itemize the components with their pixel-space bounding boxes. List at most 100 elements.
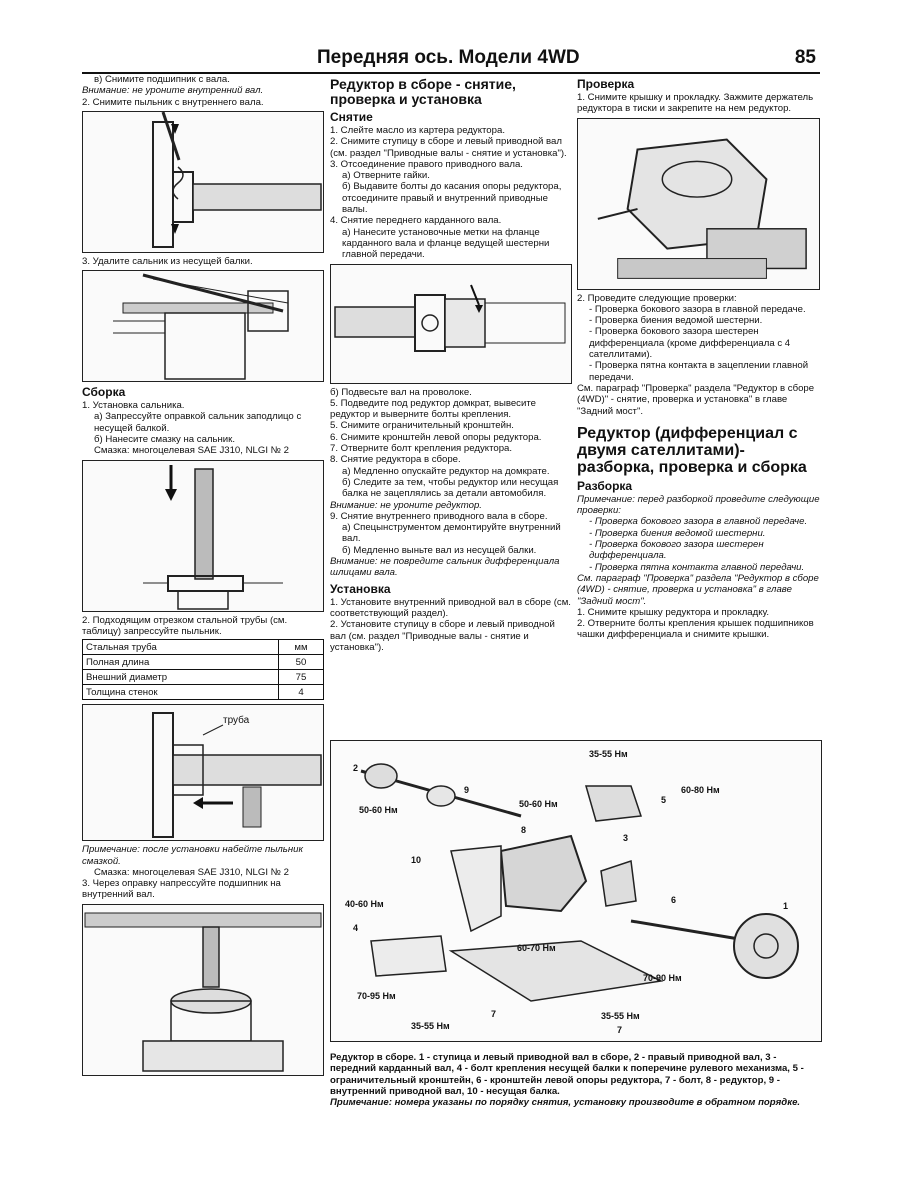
note-line: См. параграф "Проверка" раздела "Редукто… xyxy=(577,572,819,607)
table-header-cell: Стальная труба xyxy=(81,639,280,656)
seal-removal-illustration xyxy=(113,273,289,380)
diagram-label: 35-55 Нм xyxy=(411,1021,450,1031)
dust-boot-illustration xyxy=(152,111,322,248)
diagram-label: 50-60 Нм xyxy=(519,799,558,809)
propeller-shaft-illustration xyxy=(334,284,566,352)
warning-line: Внимание: не повредите сальник дифференц… xyxy=(330,556,560,579)
page-number: 85 xyxy=(794,47,816,68)
text-line: 1. Слейте масло из картера редуктора. xyxy=(330,125,505,136)
diagram-label: 60-70 Нм xyxy=(517,943,556,953)
section-title-reducer: Редуктор в сборе - снятие, проверка и ус… xyxy=(330,76,516,107)
text-line: 2. Отверните болты крепления крышек подш… xyxy=(577,618,814,641)
text-line: 1. Снимите крышку и прокладку. Зажмите д… xyxy=(577,92,814,115)
text-line: б) Подвесьте вал на проволоке. xyxy=(330,386,472,398)
text-line: 6. Снимите кронштейн левой опоры редукто… xyxy=(330,431,542,443)
text-line: а) Медленно опускайте редуктор на домкра… xyxy=(342,465,550,477)
figure-reducer-exploded: 2 9 50-60 Нм 50-60 Нм 35-55 Нм 5 60-80 Н… xyxy=(330,740,822,1042)
diagram-label: 2 xyxy=(353,763,359,773)
warning-line: Внимание: не уроните внутренний вал. xyxy=(82,85,264,97)
figure-seal-press xyxy=(82,459,324,612)
note-line: - Проверка бокового зазора в главной пер… xyxy=(589,516,808,528)
text-line: 1. Установите внутренний приводной вал в… xyxy=(330,596,571,619)
text-line: - Проверка пятна контакта в зацеплении г… xyxy=(589,360,809,383)
figure-seal-removal xyxy=(82,270,324,383)
note-line: Примечание: после установки набейте пыль… xyxy=(82,844,303,867)
text-line: 9. Снятие внутреннего приводного вала в … xyxy=(330,510,548,522)
text-line: а) Запрессуйте оправкой сальник заподлиц… xyxy=(94,411,302,434)
note-line: Примечание: перед разборкой проведите сл… xyxy=(577,493,820,517)
table-row: Толщина стенок 4 xyxy=(81,684,324,701)
section-title-removal: Снятие xyxy=(330,110,373,124)
text-line: - Проверка биения ведомой шестерни. xyxy=(589,315,763,327)
section-title-check: Проверка xyxy=(577,77,635,91)
diagram-label: 9 xyxy=(464,785,470,795)
figure-caption: Редуктор в сборе. 1 - ступица и левый пр… xyxy=(330,1052,820,1108)
text-line: 2. Проведите следующие проверки: xyxy=(577,292,737,304)
text-line: б) Нанесите смазку на сальник. xyxy=(94,434,236,446)
table-cell: Внешний диаметр xyxy=(81,669,280,686)
figure-bearing-press xyxy=(82,903,324,1076)
diagram-label: 35-55 Нм xyxy=(589,749,628,759)
table-cell: 4 xyxy=(278,684,324,701)
text-line: 2. Подходящим отрезком стальной трубы (с… xyxy=(82,614,288,637)
diagram-label: 7 xyxy=(491,1009,497,1019)
text-line: - Проверка бокового зазора шестерен дифф… xyxy=(589,326,791,361)
diagram-label: 50-60 Нм xyxy=(359,805,398,815)
section-title-installation: Установка xyxy=(330,581,391,596)
figure-dust-boot-removal xyxy=(82,110,324,253)
text-line: 2. Снимите ступицу в сборе и левый приво… xyxy=(330,136,567,159)
reducer-exploded-illustration xyxy=(360,763,799,1002)
figure-reducer-in-vise xyxy=(577,117,820,290)
diagram-label: 10 xyxy=(411,855,422,865)
text-line: 5. Подведите под редуктор домкрат, вывес… xyxy=(330,397,536,421)
text-line: 8. Снятие редуктора в сборе. xyxy=(330,454,461,466)
text-line: 1. Снимите крышку редуктора и прокладку. xyxy=(577,606,770,618)
text-line: б) Следите за тем, чтобы редуктор или не… xyxy=(342,476,559,500)
pipe-press-illustration xyxy=(152,712,322,839)
figure-pipe-press: труба xyxy=(82,704,324,842)
text-line: 3. Удалите сальник из несущей балки. xyxy=(82,255,253,267)
column-right: Проверка 1. Снимите крышку и прокладку. … xyxy=(577,74,820,641)
text-line: в) Снимите подшипник с вала. xyxy=(94,74,230,85)
table-header-row: Стальная труба мм xyxy=(81,639,324,656)
diagram-label: 8 xyxy=(521,825,527,835)
section-title-disassembly: Разборка xyxy=(577,478,633,493)
text-line: а) Нанесите установочные метки на фланце… xyxy=(342,226,550,261)
bearing-press-illustration xyxy=(84,912,322,1072)
table-header-cell: мм xyxy=(278,639,324,656)
diagram-label: 70-95 Нм xyxy=(357,991,396,1001)
text-line: 5. Снимите ограничительный кронштейн. xyxy=(330,420,514,432)
text-line: Смазка: многоцелевая SAE J310, NLGI № 2 xyxy=(94,445,289,457)
note-line: - Проверка биения ведомой шестерни. xyxy=(589,527,766,539)
text-line: 4. Снятие переднего карданного вала. xyxy=(330,215,502,227)
text-line: См. параграф "Проверка" раздела "Редукто… xyxy=(577,382,815,417)
column-left: в) Снимите подшипник с вала. Внимание: н… xyxy=(81,74,324,1079)
page-title: Передняя ось. Модели 4WD xyxy=(317,47,580,68)
text-line: Смазка: многоцелевая SAE J310, NLGI № 2 xyxy=(94,866,289,878)
text-line: 3. Отсоединение правого приводного вала. xyxy=(330,158,523,170)
text-line: 7. Отверните болт крепления редуктора. xyxy=(330,443,513,455)
section-title-assembly: Сборка xyxy=(82,385,126,400)
diagram-label: 60-80 Нм xyxy=(681,785,720,795)
pipe-label: труба xyxy=(223,715,250,727)
figure-propeller-shaft xyxy=(330,263,572,384)
reducer-vise-illustration xyxy=(597,138,807,279)
table-cell: Толщина стенок xyxy=(81,684,280,701)
text-line: а) Отверните гайки. xyxy=(342,170,430,182)
pipe-spec-table: Стальная труба мм Полная длина 50 Внешни… xyxy=(81,639,324,701)
diagram-label: 7 xyxy=(617,1025,623,1035)
table-cell: 50 xyxy=(278,654,324,671)
diagram-label: 6 xyxy=(671,895,677,905)
text-line: б) Выдавите болты до касания опоры редук… xyxy=(342,181,562,216)
text-line: б) Медленно выньте вал из несущей балки. xyxy=(342,544,537,556)
page-header: Передняя ось. Модели 4WD 85 xyxy=(82,44,820,74)
text-line: - Проверка бокового зазора в главной пер… xyxy=(589,303,806,315)
diagram-label: 70-90 Нм xyxy=(643,973,682,983)
table-row: Внешний диаметр 75 xyxy=(81,669,324,686)
seal-press-illustration xyxy=(143,464,283,610)
section-title-differential: Редуктор (дифференциал с двумя сателлита… xyxy=(577,424,807,476)
text-line: 3. Через оправку напрессуйте подшипник н… xyxy=(82,878,281,901)
table-row: Полная длина 50 xyxy=(81,654,324,671)
diagram-label: 5 xyxy=(661,795,667,805)
text-line: 2. Установите ступицу в сборе и левый пр… xyxy=(330,619,555,653)
